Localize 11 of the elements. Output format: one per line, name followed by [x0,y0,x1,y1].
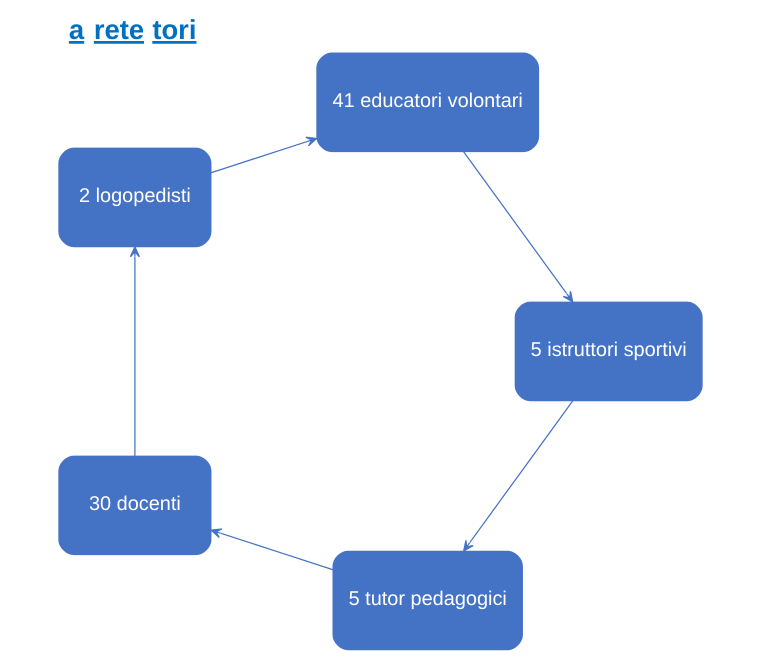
node-box: 5 istruttori sportivi [514,302,703,402]
arrow [130,246,140,456]
arrow [210,528,334,570]
node-box: 41 educatori volontari [316,52,540,152]
arrow [463,400,574,552]
arrow [462,151,574,302]
node-box: 30 docenti [58,456,212,556]
diagram-title: a rete tori [68,14,196,45]
node-box: 5 tutor pedagogici [332,550,523,650]
arrow [210,136,318,174]
node-box: 2 logopedisti [58,148,212,248]
